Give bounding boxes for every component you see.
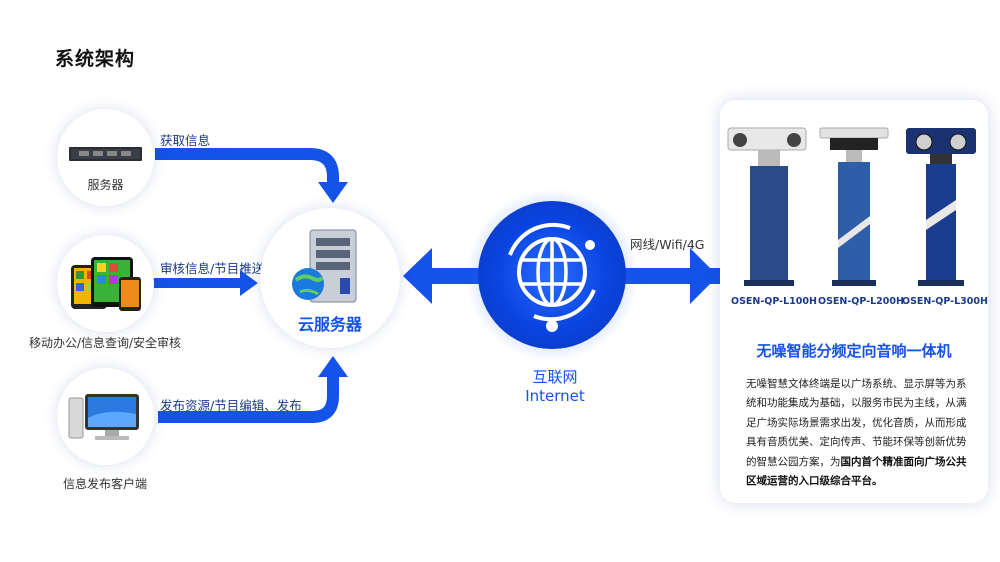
arrow-publish <box>158 356 348 423</box>
internet-label-en: Internet <box>525 387 585 405</box>
model-label-l100h: OSEN-QP-L100H <box>731 296 817 307</box>
arrow-fetch-info <box>155 148 348 203</box>
desktop-caption: 信息发布客户端 <box>62 477 147 491</box>
desktop-computer-icon <box>68 394 139 440</box>
server-node <box>57 109 154 206</box>
network-label: 网线/Wifi/4G <box>630 237 705 252</box>
flow-label-review: 审核信息/节目推送 <box>160 261 265 276</box>
globe-network-icon <box>466 189 638 361</box>
tablet-devices-icon <box>71 257 141 311</box>
arrow-review-push <box>152 270 258 296</box>
rack-server-icon <box>69 147 142 161</box>
speaker-products-image <box>727 127 976 286</box>
product-title: 无噪智能分频定向音响一体机 <box>756 342 952 360</box>
server-caption: 服务器 <box>87 178 124 192</box>
mobile-node <box>57 235 154 332</box>
page-title: 系统架构 <box>55 48 136 70</box>
product-card <box>720 100 988 503</box>
internet-label: 互联网 Internet <box>495 368 615 406</box>
product-description: 无噪智慧文体终端是以广场系统、显示屏等为系统和功能集成为基础，以服务市民为主线，… <box>746 375 968 491</box>
description-bold-text: 国内首个精准面向广场公共区域运营的入口级综合平台。 <box>746 455 967 488</box>
flow-label-publish: 发布资源/节目编辑、发布 <box>160 398 302 413</box>
mobile-caption: 移动办公/信息查询/安全审核 <box>28 336 182 350</box>
model-label-l300h: OSEN-QP-L300H <box>902 296 988 307</box>
description-text: 无噪智慧文体终端是以广场系统、显示屏等为系统和功能集成为基础，以服务市民为主线，… <box>746 378 967 468</box>
cloud-server-label: 云服务器 <box>297 315 362 334</box>
flow-label-fetch: 获取信息 <box>160 133 211 148</box>
internet-label-cn: 互联网 <box>532 368 578 386</box>
cloud-server-node <box>260 208 400 348</box>
model-label-l200h: OSEN-QP-L200H <box>818 296 904 307</box>
cloud-server-icon <box>292 229 357 303</box>
desktop-node <box>57 368 154 465</box>
